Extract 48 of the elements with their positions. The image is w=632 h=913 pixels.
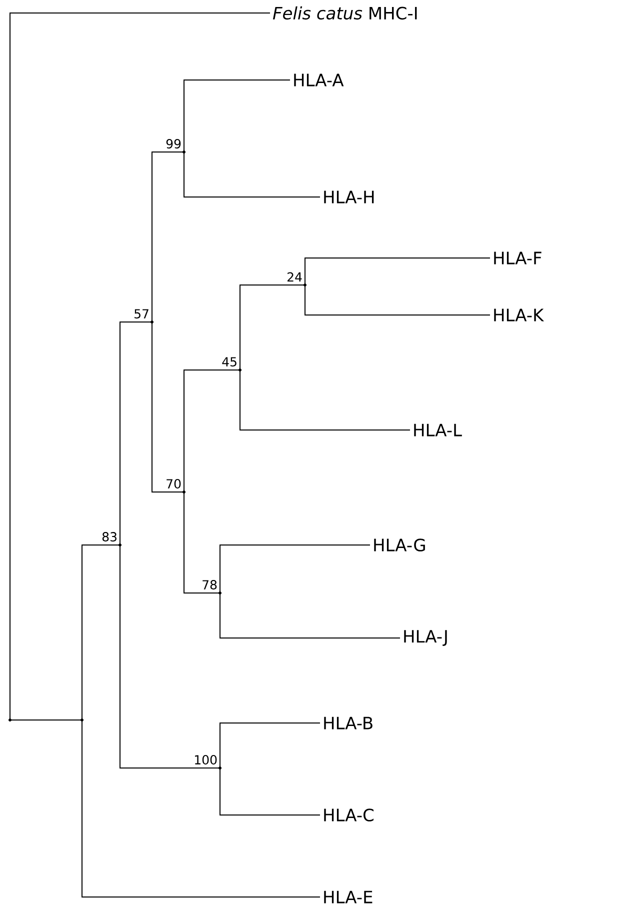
bootstrap-value: 24 (288, 272, 302, 282)
branch-point (238, 368, 242, 372)
tree-branch (220, 592, 400, 638)
tree-branch (240, 370, 410, 430)
tree-branch (240, 284, 306, 370)
tree-branch (152, 152, 184, 322)
branch-point (80, 718, 84, 722)
branch-point (118, 544, 122, 546)
tree-branch (304, 258, 490, 286)
tree-branch (220, 722, 320, 768)
leaf-label: HLA-L (414, 424, 462, 436)
tree-branch (184, 492, 220, 594)
tree-branch (184, 80, 290, 152)
leaf-label: HLA-H (324, 190, 374, 204)
tree-branch (120, 544, 220, 768)
leaf-label: HLA-A (294, 74, 344, 86)
branch-point (182, 490, 186, 494)
tree-branch (184, 152, 320, 198)
leaf-label: HLA-C (324, 808, 374, 822)
branch-point (182, 150, 186, 154)
tree-branch (220, 544, 370, 594)
branch-point (8, 718, 12, 722)
tree-branch (82, 720, 320, 898)
leaf-label: HLA-E (324, 890, 372, 904)
branch-point (304, 284, 306, 286)
tree-branch (220, 768, 320, 816)
leaf-label: HLA-B (324, 716, 372, 730)
branch-point (218, 592, 222, 594)
leaf-label: HLA-K (494, 308, 544, 322)
leaf-label: Felis catus MHC-I (272, 6, 417, 20)
leaf-label: HLA-J (404, 630, 447, 646)
tree-branch (152, 322, 184, 492)
bootstrap-value: 83 (102, 532, 116, 542)
bootstrap-value: 70 (166, 479, 181, 488)
tree-branch (304, 284, 490, 316)
tree-branch (10, 12, 270, 720)
bootstrap-value: 57 (134, 309, 148, 318)
branch-point (150, 320, 154, 324)
tree-branch (120, 322, 152, 546)
branch-point (218, 766, 222, 770)
bootstrap-value: 100 (195, 755, 217, 764)
bootstrap-value: 99 (166, 139, 181, 148)
leaf-label: HLA-G (374, 538, 425, 552)
tree-branch (82, 544, 120, 720)
bootstrap-value: 78 (202, 580, 217, 590)
tree-branch (184, 370, 240, 492)
leaf-label: HLA-F (494, 252, 542, 264)
bootstrap-value: 45 (222, 357, 236, 366)
